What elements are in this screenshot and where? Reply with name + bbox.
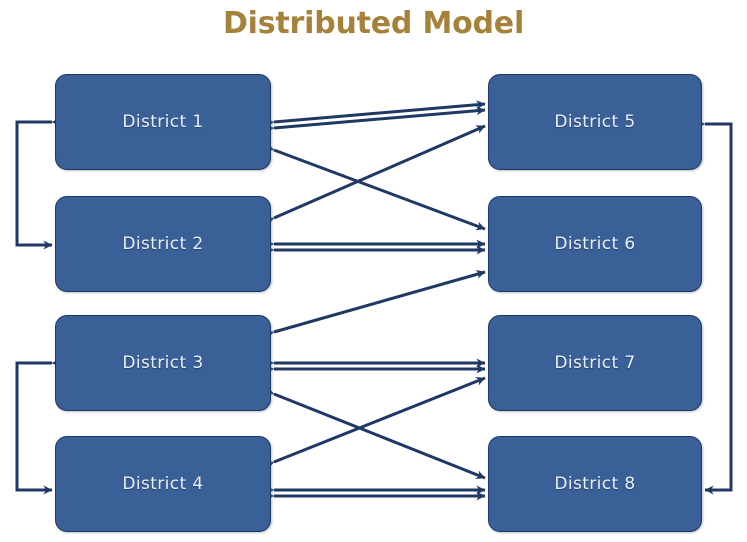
node-label: District 8: [554, 474, 636, 494]
node-district-7[interactable]: District 7: [488, 315, 702, 411]
edge-d1-d6: [264, 142, 486, 231]
edge-d2-d6: [265, 239, 486, 255]
node-district-6[interactable]: District 6: [488, 196, 702, 292]
edge-d3-d8: [264, 386, 486, 480]
node-district-8[interactable]: District 8: [488, 436, 702, 532]
edge-d3-d7: [265, 358, 486, 374]
edge-bracket-left-bottom: [15, 358, 61, 495]
node-district-5[interactable]: District 5: [488, 74, 702, 170]
node-district-3[interactable]: District 3: [55, 315, 271, 411]
node-label: District 1: [122, 112, 204, 132]
edge-d3-d6: [264, 270, 486, 339]
edge-d4-d7: [264, 376, 486, 470]
node-label: District 4: [122, 474, 204, 494]
node-district-4[interactable]: District 4: [55, 436, 271, 532]
edge-d1-d5: [265, 100, 486, 134]
node-label: District 2: [122, 234, 204, 254]
node-district-1[interactable]: District 1: [55, 74, 271, 170]
node-label: District 7: [554, 353, 636, 373]
edge-bracket-left-top: [15, 117, 61, 250]
node-label: District 3: [122, 353, 204, 373]
edge-d4-d8: [265, 485, 486, 501]
edge-bracket-right: [696, 119, 733, 495]
edge-d2-d5: [264, 124, 486, 226]
page-title: Distributed Model: [222, 6, 525, 41]
node-label: District 5: [554, 112, 636, 132]
node-district-2[interactable]: District 2: [55, 196, 271, 292]
node-label: District 6: [554, 234, 636, 254]
